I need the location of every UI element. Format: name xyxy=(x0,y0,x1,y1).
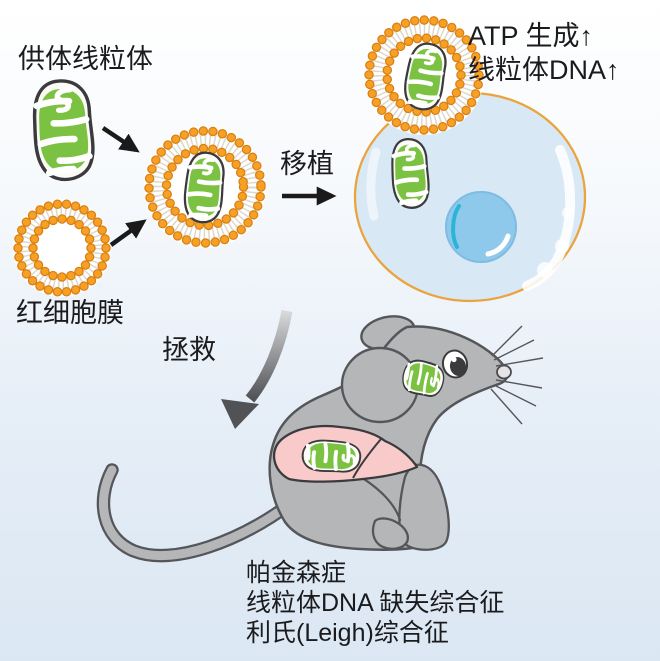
mouse-liver xyxy=(272,424,419,483)
mouse-eye xyxy=(441,349,469,379)
label-donor-mitochondria: 供体线粒体 xyxy=(18,44,153,74)
label-atp-up: ATP 生成↑ xyxy=(468,21,594,51)
arrow-membrane-to-vesicle xyxy=(109,219,147,247)
vesicle-with-mitochondrion xyxy=(144,126,266,248)
label-cell-outcomes: ATP 生成↑ 线粒体DNA↑ xyxy=(468,19,620,87)
label-leigh-syndrome: 利氏(Leigh)综合征 xyxy=(246,619,449,647)
label-transplant: 移植 xyxy=(280,149,334,179)
mouse-body xyxy=(268,325,509,551)
label-rbc-membrane: 红细胞膜 xyxy=(16,298,124,328)
label-mtdna-up: 线粒体DNA↑ xyxy=(468,55,620,85)
mouse-tail xyxy=(96,463,305,563)
recipient-cell xyxy=(353,91,587,303)
mouse xyxy=(96,315,544,563)
cell-highlight xyxy=(522,145,576,291)
label-mtdna-depletion-syndrome: 线粒体DNA 缺失综合征 xyxy=(246,589,505,617)
arrow-rescue xyxy=(221,310,293,429)
mouse-nose xyxy=(496,364,512,380)
donor-mitochondrion xyxy=(30,78,97,182)
vesicle-docked xyxy=(364,15,484,135)
label-rescue: 拯救 xyxy=(162,335,216,365)
rbc-membrane-vesicle xyxy=(13,199,111,297)
label-parkinsons: 帕金森症 xyxy=(246,559,347,587)
mouse-whiskers xyxy=(490,325,544,425)
label-diseases: 帕金森症 线粒体DNA 缺失综合征 利氏(Leigh)综合征 xyxy=(246,558,504,648)
mouse-hind-paw xyxy=(371,517,409,550)
liver-mitochondrion xyxy=(300,437,363,475)
arrow-mito-to-vesicle xyxy=(101,126,140,153)
cell-nucleus xyxy=(445,191,517,263)
